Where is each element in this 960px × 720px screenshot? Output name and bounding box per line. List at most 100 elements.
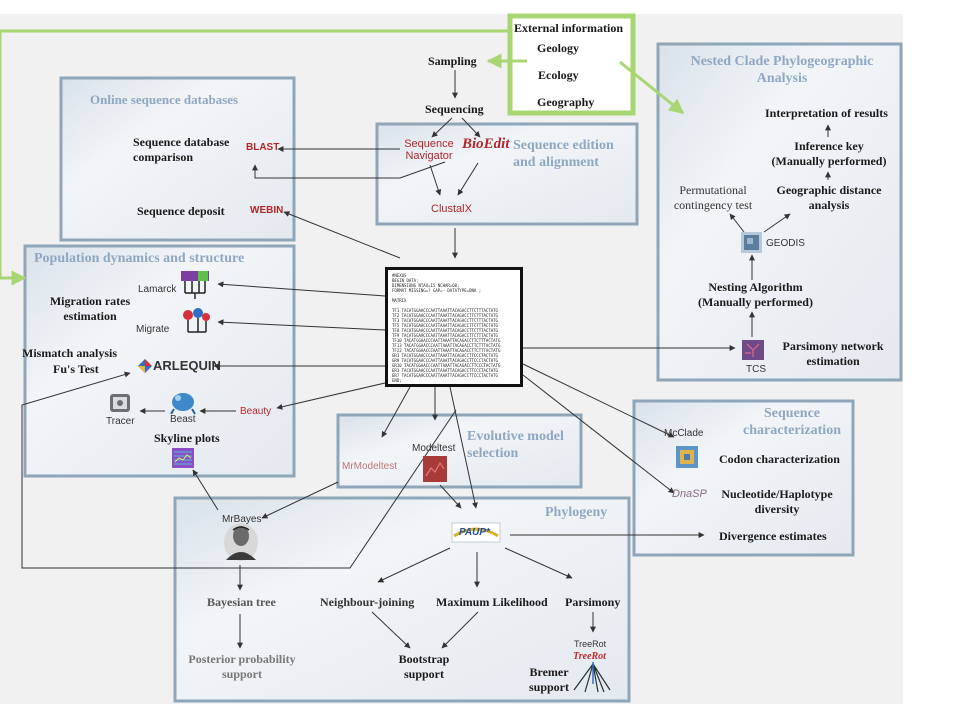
mismatch-analysis-label: Mismatch analysis — [22, 346, 118, 360]
treerot-label: TreeRot — [574, 639, 607, 649]
arrow-to-lamarck — [217, 281, 386, 297]
sequence-characterization-title: Sequence characterization — [743, 406, 841, 438]
blast-label: BLAST — [246, 142, 280, 153]
tracer-icon — [110, 394, 130, 412]
external-information-title: External information — [514, 21, 623, 35]
nexus-line: TF22 TACATGGAACCCAATTAAATTACAGACCTTCTTTA… — [392, 348, 501, 353]
nexus-line: TF9 TACATGGAACCCAATTAAATTACAGACCTTCTTTAC… — [392, 333, 498, 338]
paup-logo-icon — [451, 522, 501, 543]
arrow-mrbayes-skyline — [192, 469, 219, 511]
arlequin-icon — [138, 359, 152, 373]
migration-rates-label: Migration rates estimation — [49, 294, 131, 323]
arrow-to-migrate — [217, 319, 386, 331]
arrow-paup-parsimony — [504, 547, 573, 579]
tracer-label: Tracer — [106, 416, 135, 427]
diversity-label: Nucleotide/Haplotype diversity — [721, 487, 833, 516]
interpretation-label: Interpretation of results — [765, 106, 888, 120]
nexus-line: MATRIX — [392, 298, 407, 303]
nexus-line: GR10 TACATGGAACCCAATTAAATTACAGACCTTCCCTA… — [392, 363, 501, 368]
nexus-line: #NEXUS — [392, 273, 407, 278]
beast-icon — [170, 393, 196, 415]
nexus-line: ER7 TACATGGAACCCAATTAAATTACAGACCTTCCCTAC… — [392, 373, 498, 378]
arrow-geodis-perm — [729, 213, 745, 233]
nested-clade-title: Nested Clade Phylogeographic Analysis — [690, 54, 874, 86]
green-arrow-to-population — [0, 29, 510, 286]
sequence-navigator-label: Sequence Navigator — [404, 138, 454, 162]
nexus-line: DIMENSIONS NTAX=15 NCHAR=60; — [392, 283, 460, 288]
bayesian-tree-label: Bayesian tree — [207, 595, 276, 609]
modeltest-icon — [423, 456, 447, 482]
nexus-line: TF8 TACATGGAACCCAATTAAATTACAGACCTTCTTTAC… — [392, 328, 498, 333]
geodis-icon — [741, 232, 762, 253]
divergence-estimates-label: Divergence estimates — [719, 529, 827, 543]
arrow-to-dnasp — [522, 374, 675, 494]
mrbayes-label: MrBayes — [222, 514, 262, 525]
arlequin-label: ARLEQUIN — [153, 358, 221, 373]
arrow-to-mismatch — [21, 371, 457, 569]
nexus-line: BEGIN DATA; — [392, 278, 419, 283]
population-dynamics-title: Population dynamics and structure — [34, 251, 245, 266]
nexus-line: TF2 TACATGGAACCCAATTAAATTACAGACCTTCTTTAC… — [392, 313, 498, 318]
external-item-geography: Geography — [537, 95, 595, 109]
tcs-icon — [742, 340, 764, 360]
arrow-to-beauty — [276, 382, 386, 410]
nexus-line: TF1 TACATGGAACCCAATTAAATTACAGACCTTCTTTAC… — [392, 308, 498, 313]
panel-nested-clade — [656, 42, 903, 382]
sequence-database-comparison-label: Sequence database comparison — [133, 135, 230, 164]
nexus-line: TF13 TACATGGAACCCAATTAAATTACAGACCTTCTTTA… — [392, 343, 501, 348]
panel-sequence-edition — [375, 122, 639, 226]
mcclade-icon — [676, 446, 698, 468]
green-arrow-to-nested — [619, 60, 685, 115]
fus-test-label: Fu's Test — [53, 362, 99, 376]
tcs-label: TCS — [746, 364, 766, 375]
migrate-label: Migrate — [136, 324, 170, 335]
nexus-line: ER1 TACATGGAACCCAATTAAATTACAGACCTTCCCTAC… — [392, 368, 498, 373]
nexus-line: TF10 TACATGGAACCCAATTAAATTACAGACCTTCTTTA… — [392, 338, 501, 343]
external-item-geology: Geology — [537, 41, 579, 55]
arrow-nexus-webin — [283, 211, 401, 259]
nexus-line: FORMAT MISSING=? GAP=- DATATYPE=DNA ; — [392, 288, 482, 293]
migrate-icon — [183, 308, 210, 333]
panel-population-dynamics — [23, 244, 296, 478]
bootstrap-support-label: Bootstrap support — [398, 652, 450, 681]
external-item-ecology: Ecology — [538, 68, 579, 82]
arrow-nav-clustal — [429, 164, 442, 196]
nexus-line: END; — [392, 378, 402, 383]
nexus-line: TF3 TACATGGAACCCAATTAAATTACAGACCTTCTTTAC… — [392, 318, 498, 323]
mrmodeltest-label: MrModeltest — [342, 461, 398, 472]
arrow-seq-to-bioedit — [461, 117, 481, 138]
skyline-plot-icon — [172, 448, 194, 468]
arrow-paup-nj — [377, 547, 451, 583]
sequence-deposit-label: Sequence deposit — [137, 204, 225, 218]
geodis-label: GEODIS — [766, 238, 805, 249]
evolutive-model-title: Evolutive model selection — [467, 429, 564, 461]
panel-sequence-characterization — [632, 399, 855, 557]
codon-characterization-label: Codon characterization — [719, 452, 840, 466]
nexus-line: GR1 TACATGGAACCCAATTAAATTACAGACCTTCCCTAC… — [392, 353, 498, 358]
arrow-ml-bootstrap — [441, 611, 479, 649]
panel-evolutive-model — [336, 413, 583, 489]
arrow-to-mrmodeltest — [381, 386, 411, 438]
beauty-label: Beauty — [240, 406, 272, 417]
paup-label: PAUP* — [459, 527, 490, 538]
sequencing-label: Sequencing — [425, 102, 484, 116]
lamarck-icon — [181, 271, 209, 299]
modeltest-label: Modeltest — [412, 443, 456, 454]
skyline-plots-label: Skyline plots — [154, 431, 220, 445]
arrow-to-paup — [449, 386, 478, 509]
nexus-line: TF5 TACATGGAACCCAATTAAATTACAGACCTTCTTTAC… — [392, 323, 498, 328]
parsimony-network-label: Parsimony network estimation — [782, 339, 884, 368]
geographic-distance-label: Geographic distance analysis — [776, 183, 882, 212]
parsimony-label: Parsimony — [565, 595, 621, 609]
panel-external-information — [507, 13, 636, 116]
nexus-line: GR9 TACATGGAACCCAATTAAATTACAGACCTTCCCTAC… — [392, 358, 498, 363]
clustalx-label: ClustalX — [431, 203, 472, 215]
inference-key-label: Inference key (Manually performed) — [771, 139, 887, 168]
webin-label: WEBIN — [250, 205, 284, 216]
arrow-to-mcclade — [522, 363, 675, 438]
arrow-modeltest-paup — [439, 484, 462, 509]
phylogeny-title: Phylogeny — [545, 505, 608, 520]
mrbayes-portrait-icon — [224, 523, 258, 561]
arrow-geodis-geo — [763, 213, 791, 233]
